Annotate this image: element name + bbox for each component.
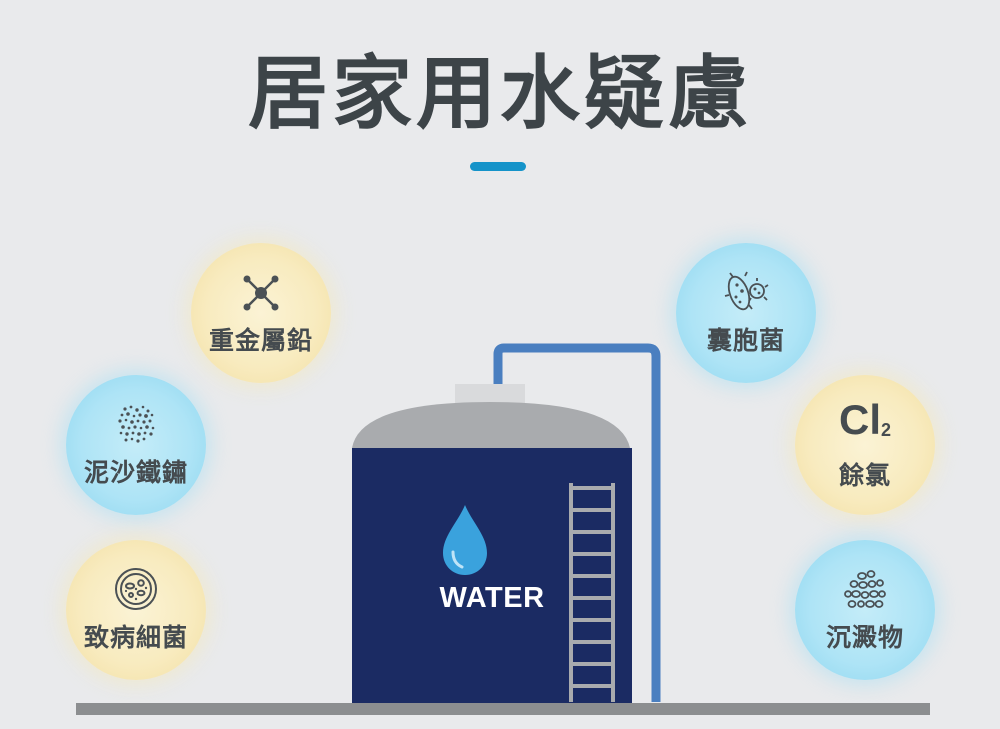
water-tank	[352, 343, 661, 704]
concern-label: 泥沙鐵鏽	[83, 458, 188, 487]
sediment-dots-icon	[118, 405, 155, 443]
concern-label: 沉澱物	[825, 623, 904, 652]
concern-cyst: 囊胞菌	[676, 243, 816, 383]
concern-label: 囊胞菌	[706, 326, 785, 355]
microbe-icon	[724, 271, 769, 311]
ground-line	[76, 703, 930, 715]
tank-cap	[455, 384, 525, 406]
concern-residual-chlorine: Cl2 餘氯	[795, 375, 935, 515]
concern-pathogenic-bacteria: 致病細菌	[66, 540, 206, 680]
concern-sediment: 沉澱物	[795, 540, 935, 680]
formula-subscript: 2	[880, 420, 891, 440]
concern-heavy-metal-lead: 重金屬鉛	[191, 243, 331, 383]
concern-sand-rust: 泥沙鐵鏽	[66, 375, 206, 515]
petri-dish-icon	[115, 568, 157, 610]
title-underline	[470, 162, 526, 171]
ladder	[569, 483, 615, 702]
tank-label: WATER	[439, 582, 545, 614]
inlet-pipe	[493, 343, 661, 702]
chlorine-formula: Cl2	[839, 398, 891, 452]
molecule-icon	[243, 275, 279, 311]
concern-label: 致病細菌	[83, 623, 188, 652]
formula-symbol: Cl	[838, 396, 881, 443]
concern-label: 重金屬鉛	[208, 326, 313, 355]
tank-roof	[352, 402, 630, 448]
particles-icon	[844, 570, 886, 608]
page-title: 居家用水疑慮	[248, 47, 752, 140]
concern-label: 餘氯	[838, 461, 891, 490]
